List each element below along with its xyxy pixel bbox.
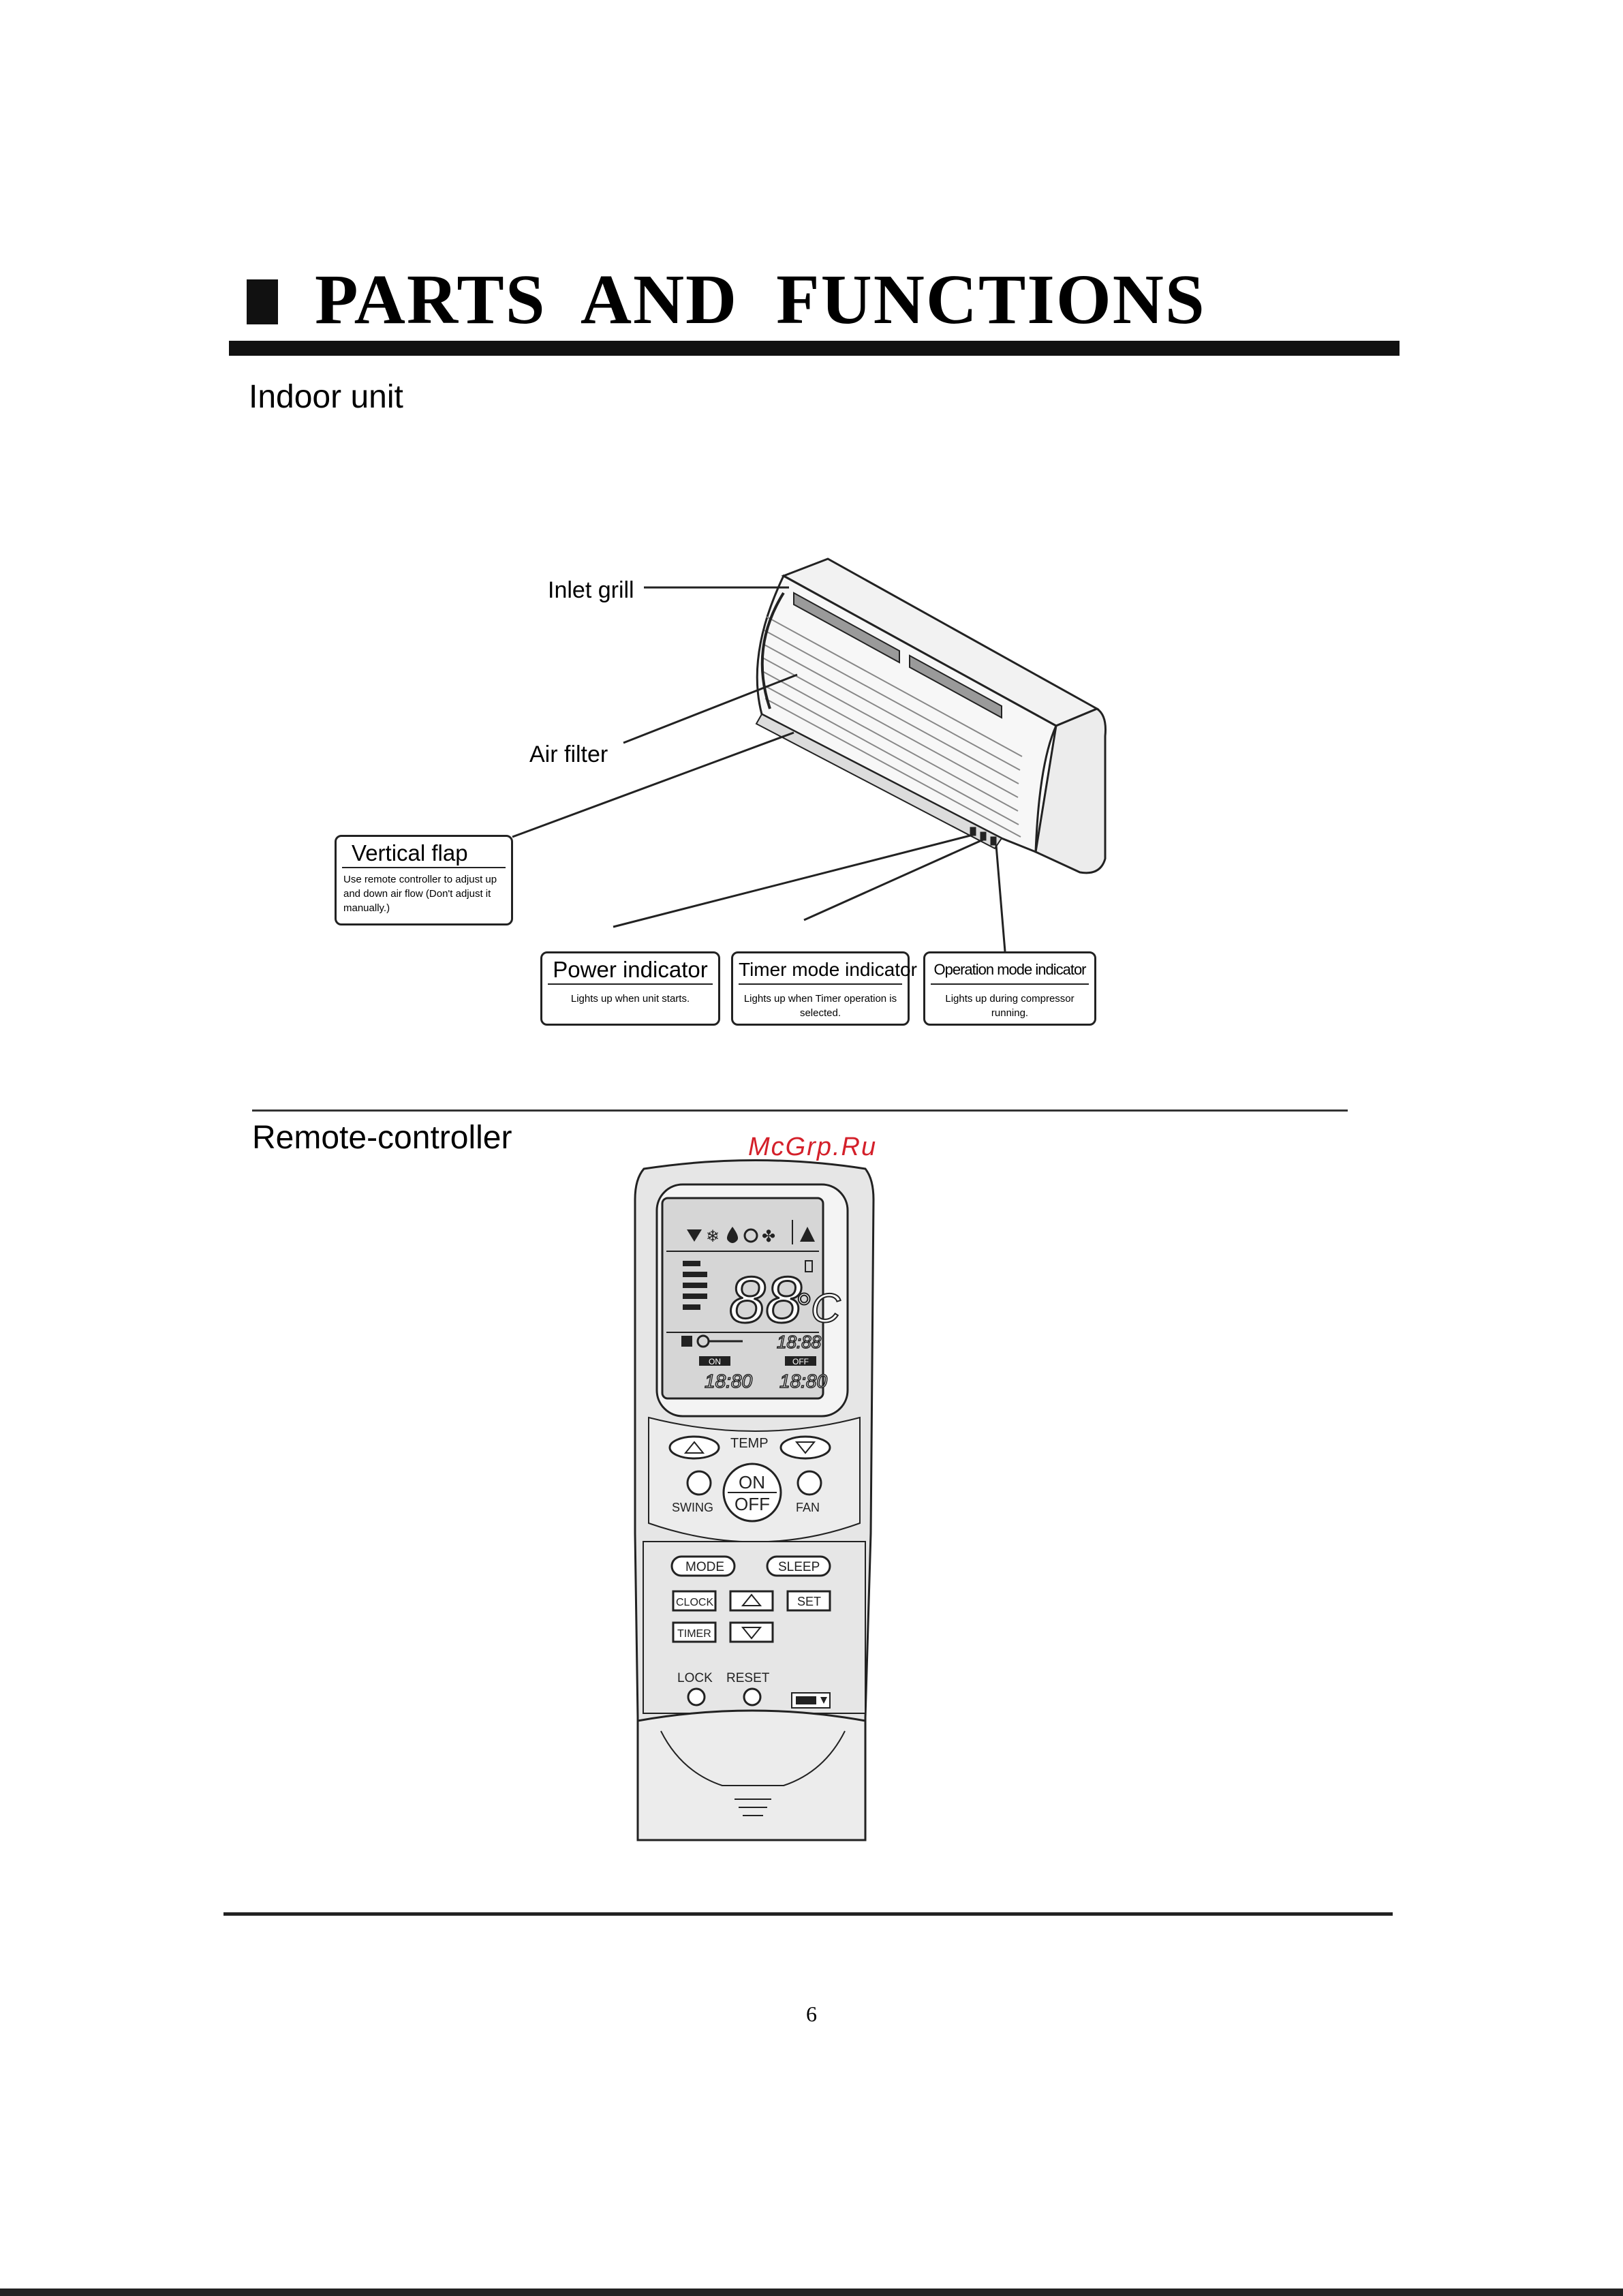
power-indicator-description: Lights up when unit starts. (570, 993, 690, 1005)
power-indicator-title: Power indicator (548, 953, 713, 985)
page-title-block: PARTS AND FUNCTIONS (247, 259, 1405, 341)
clock-label: CLOCK (676, 1597, 713, 1608)
on-label: ON (739, 1472, 765, 1493)
temp-up-button[interactable] (668, 1435, 720, 1460)
auto-mode-icon (687, 1229, 702, 1242)
timer-mode-indicator-description: Lights up when Timer operation is select… (743, 993, 897, 1019)
timer-label: TIMER (677, 1628, 711, 1640)
set-label: SET (797, 1595, 821, 1608)
time-up-button[interactable] (729, 1590, 774, 1612)
air-filter-louvers (762, 616, 1023, 838)
leader-lines (512, 586, 1006, 952)
set-button[interactable] (786, 1590, 831, 1612)
heat-mode-icon (743, 1228, 758, 1243)
dry-mode-icon (726, 1227, 739, 1243)
front-panel-edge (760, 592, 785, 709)
lcd-timer-on-value: 18:80 (705, 1371, 752, 1392)
lcd-timer-on-tag: ON (709, 1357, 721, 1366)
lock-label: LOCK (677, 1671, 713, 1685)
page-number: 6 (806, 2002, 817, 2026)
temp-label: TEMP (730, 1436, 769, 1451)
indoor-unit-illustration (755, 557, 1107, 874)
remote-controller-illustration: ❄ ✤ 88 °C 18:88 ON OFF 18:8 (634, 1159, 875, 1841)
fan-speed-bars (683, 1261, 707, 1310)
lcd-temperature-unit: °C (794, 1285, 841, 1331)
air-filter-label: Air filter (529, 741, 608, 767)
operation-mode-indicator-callout: Operation mode indicator Lights up durin… (923, 951, 1096, 1026)
reset-label: RESET (726, 1671, 770, 1685)
fan-label: FAN (796, 1501, 820, 1514)
sleep-label: SLEEP (778, 1560, 820, 1574)
remote-controller-heading: Remote-controller (252, 1120, 512, 1156)
unit-right-cap (1034, 707, 1107, 874)
timer-button[interactable] (672, 1621, 717, 1643)
lcd-mode-icons: ❄ ✤ (687, 1220, 815, 1246)
vertical-flap (755, 713, 1003, 850)
lcd-timer-off-tag: OFF (792, 1357, 809, 1366)
battery-cover (636, 1709, 867, 1841)
power-indicator-callout: Power indicator Lights up when unit star… (540, 951, 720, 1026)
mode-label: MODE (685, 1560, 724, 1574)
lcd-temperature: 88 (729, 1264, 802, 1336)
mode-button[interactable] (670, 1555, 736, 1577)
title-bullet-square (247, 279, 278, 324)
inlet-grill-label: Inlet grill (548, 577, 634, 603)
fan-mode-icon: ✤ (762, 1227, 775, 1246)
lcd-clock: 18:88 (777, 1332, 822, 1352)
timer-mode-indicator-title: Timer mode indicator (739, 953, 917, 985)
vertical-flap-callout: Vertical flap Use remote controller to a… (335, 835, 513, 925)
operation-mode-indicator-description: Lights up during compressor running. (945, 993, 1075, 1019)
swing-label: SWING (672, 1501, 713, 1514)
grip-lines-icon (735, 1798, 771, 1816)
inlet-grill-slot (793, 592, 900, 664)
indoor-unit-heading: Indoor unit (249, 379, 403, 415)
inlet-grill-slot (909, 654, 1002, 719)
watermark: McGrp.Ru (748, 1133, 878, 1161)
lcd-screen (661, 1197, 824, 1400)
lcd-timer-off-value: 18:80 (779, 1371, 827, 1392)
off-label: OFF (735, 1494, 770, 1514)
vertical-flap-title: Vertical flap (342, 837, 506, 868)
sleep-indicator-icon (681, 1336, 692, 1347)
section-divider (252, 1109, 1348, 1112)
sleep-button[interactable] (766, 1555, 831, 1577)
title-rule (229, 341, 1400, 356)
clock-button[interactable] (672, 1590, 717, 1612)
battery-icon (805, 1260, 813, 1272)
temp-down-button[interactable] (779, 1435, 831, 1460)
timer-mode-indicator-callout: Timer mode indicator Lights up when Time… (731, 951, 917, 1026)
operation-mode-indicator-title: Operation mode indicator (931, 953, 1089, 985)
footer-rule (223, 1912, 1393, 1916)
scan-bottom-edge (0, 2289, 1623, 2296)
fan-button[interactable] (797, 1470, 822, 1496)
swing-button[interactable] (686, 1470, 712, 1496)
page-title: PARTS AND FUNCTIONS (315, 260, 1206, 339)
cool-mode-icon: ❄ (706, 1227, 720, 1246)
lock-button[interactable] (687, 1687, 706, 1706)
vertical-flap-description: Use remote controller to adjust up and d… (343, 874, 497, 914)
reset-button[interactable] (743, 1687, 762, 1706)
swing-icon (800, 1227, 815, 1242)
